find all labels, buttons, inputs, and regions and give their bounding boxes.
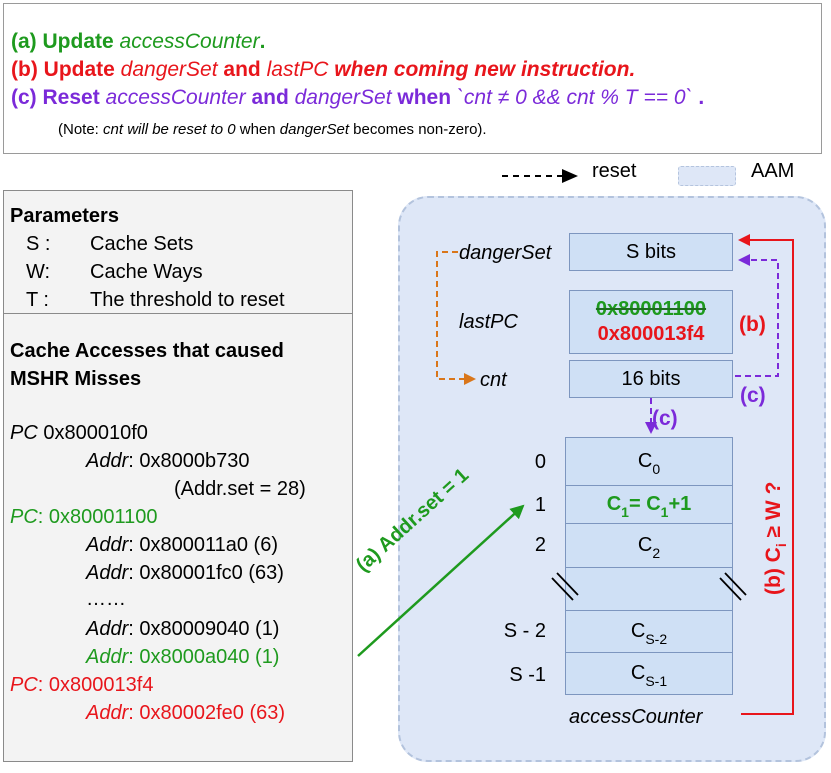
access-addr-2: Addr: 0x800011a0 (6): [86, 534, 278, 556]
legend-aam-label: AAM: [751, 160, 795, 182]
counter-index-1: 1: [534, 494, 546, 516]
access-addr-5: Addr: 0x8000a040 (1): [86, 646, 280, 668]
dangerset-register: S bits: [569, 233, 733, 271]
note-c: (c) Reset accessCounter and dangerSet wh…: [11, 86, 705, 109]
a-update-arrow: [357, 504, 525, 657]
cache-accesses-box: Cache Accesses that caused MSHR Misses P…: [3, 313, 353, 762]
access-addr-6: Addr: 0x80002fe0 (63): [86, 702, 286, 724]
access-pc-1: PC 0x800010f0: [10, 422, 148, 444]
counter-index-2: 2: [534, 534, 546, 556]
lastpc-label: lastPC: [459, 311, 518, 333]
dangerset-label: dangerSet: [459, 242, 552, 264]
param-key-t: T :: [26, 289, 49, 311]
access-pc-3: PC: 0x800013f4: [10, 674, 154, 696]
b-vertical-label: (b) Ci ≥ W ?: [762, 481, 789, 595]
notes-box: (a) Update accessCounter. (b) Update dan…: [3, 3, 822, 154]
access-addr-1: Addr: 0x8000b730: [86, 450, 250, 472]
param-key-s: S :: [26, 233, 51, 255]
counter-index-s-1: S -1: [509, 664, 546, 686]
lastpc-old-value: 0x80001100: [595, 298, 707, 320]
param-key-w: W:: [26, 261, 51, 283]
access-addr-3: Addr: 0x80001fc0 (63): [86, 562, 284, 584]
access-addr-4: Addr: 0x80009040 (1): [86, 618, 280, 640]
parameters-title: Parameters: [10, 205, 119, 227]
access-counter-label: accessCounter: [569, 706, 703, 728]
access-pc-2: PC: 0x80001100: [10, 506, 158, 528]
cnt-register: 16 bits: [569, 360, 733, 398]
note-b: (b) Update dangerSet and lastPC when com…: [11, 58, 636, 81]
b-right-label: (b): [739, 313, 766, 336]
access-ellipsis: ……: [86, 588, 126, 610]
dangerset-to-cnt-line: [436, 251, 476, 385]
legend-aam-swatch: [678, 166, 736, 186]
note-reset: (Note: cnt will be reset to 0 when dange…: [58, 121, 487, 138]
counter-index-s-2: S - 2: [503, 620, 546, 642]
param-desc-t: The threshold to reset: [90, 289, 285, 311]
c-reset-dangerset-line: [735, 254, 779, 377]
accesses-title-line1: Cache Accesses that caused: [10, 340, 284, 362]
counter-index-0: 0: [534, 451, 546, 473]
legend-reset-arrow-icon: [502, 169, 578, 183]
lastpc-new-value: 0x800013f4: [597, 323, 705, 345]
param-desc-s: Cache Sets: [90, 233, 194, 255]
lastpc-register: 0x80001100 0x800013f4: [569, 290, 733, 354]
access-addr-1-set: (Addr.set = 28): [174, 478, 306, 500]
legend-reset-label: reset: [592, 160, 637, 182]
cnt-label: cnt: [480, 369, 507, 391]
param-desc-w: Cache Ways: [90, 261, 203, 283]
b-feedback-line: [738, 234, 794, 715]
accesses-title-line2: MSHR Misses: [10, 368, 142, 390]
counter-cell-gap: [565, 567, 733, 611]
c-down-label: (c): [652, 407, 678, 430]
note-a: (a) Update accessCounter.: [11, 30, 266, 53]
c-right-label: (c): [740, 384, 766, 407]
